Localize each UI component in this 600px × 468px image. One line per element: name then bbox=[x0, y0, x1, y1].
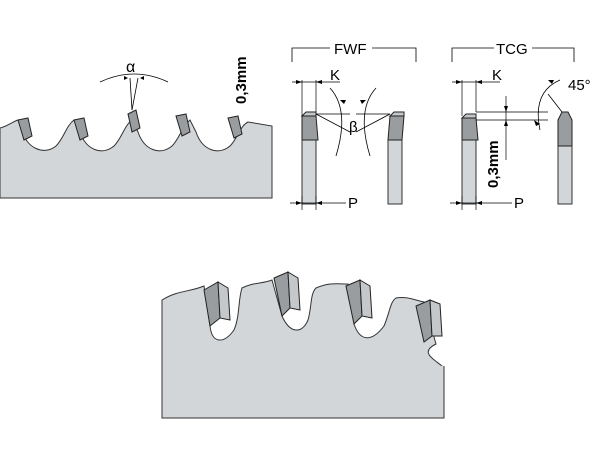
clearance-label: 0,3mm bbox=[233, 56, 250, 104]
tcg-title: TCG bbox=[496, 41, 528, 58]
tcg-k-label: K bbox=[492, 67, 502, 84]
fwf-beta-label: β bbox=[349, 119, 358, 136]
fwf-title: FWF bbox=[334, 41, 366, 58]
fwf-p-label: P bbox=[348, 195, 358, 212]
tcg-detail bbox=[450, 47, 575, 210]
alpha-label: α bbox=[126, 59, 135, 76]
blade-perspective-view bbox=[161, 271, 445, 419]
tcg-angle-label: 45° bbox=[568, 77, 591, 94]
tcg-p-label: P bbox=[514, 195, 524, 212]
fwf-detail bbox=[290, 47, 417, 210]
tcg-clearance-label: 0,3mm bbox=[485, 140, 502, 188]
fwf-k-label: K bbox=[330, 67, 340, 84]
blade-side-view bbox=[0, 73, 273, 199]
